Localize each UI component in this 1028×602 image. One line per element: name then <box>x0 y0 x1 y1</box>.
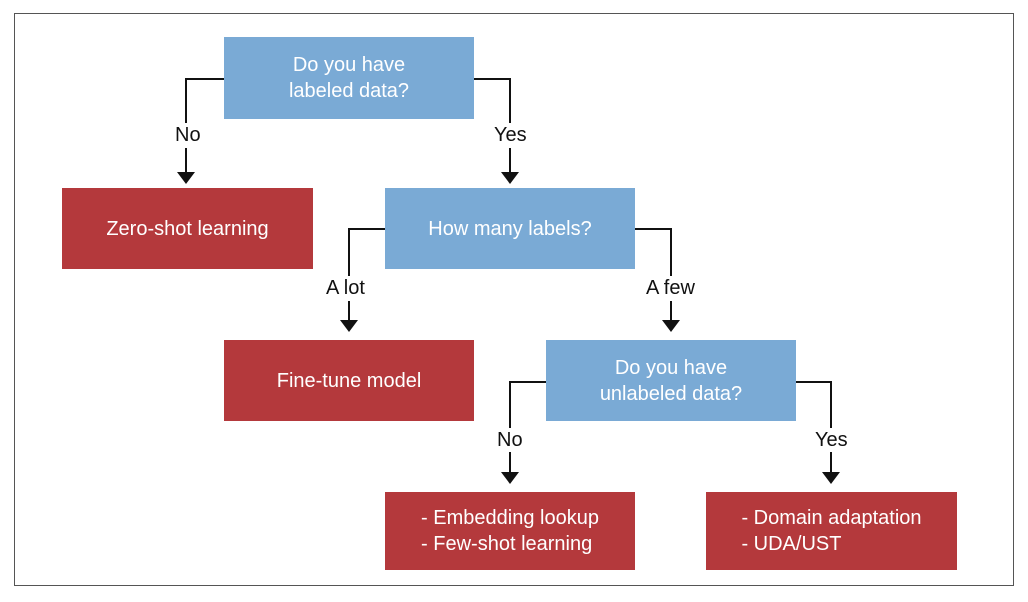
arrowhead-unlabeled-yes <box>822 472 840 484</box>
edge-label-labels-a-few: A few <box>646 277 695 299</box>
outcome-embedding-lookup-label: - Embedding lookup <box>421 507 599 529</box>
outcome-fine-tune-model-label: Fine-tune model <box>276 369 422 392</box>
arrowhead-labeled-no <box>177 172 195 184</box>
outcome-few-shot-learning-label: - Few-shot learning <box>421 533 593 555</box>
connector-labeled-no <box>185 78 224 123</box>
question-how-many-labels-label: How many labels? <box>428 217 592 240</box>
outcome-fine-tune-model: Fine-tune model <box>224 340 474 421</box>
diagram-frame <box>14 13 1014 586</box>
edge-label-labeled-no: No <box>175 124 201 146</box>
edge-label-unlabeled-yes: Yes <box>815 429 848 451</box>
edge-label-labels-a-lot: A lot <box>326 277 365 299</box>
arrowhead-unlabeled-no <box>501 472 519 484</box>
connector-labeled-yes <box>474 78 511 123</box>
outcome-embedding-few-shot: - Embedding lookup - Few-shot learning <box>385 492 635 570</box>
question-unlabeled-data-line-2: unlabeled data? <box>599 382 743 405</box>
question-labeled-data-line-2: labeled data? <box>288 80 410 102</box>
arrowhead-labeled-yes <box>501 172 519 184</box>
connector-unlabeled-no <box>509 381 546 428</box>
outcome-domain-adaptation-uda: - Domain adaptation - UDA/UST <box>706 492 957 570</box>
edge-label-labeled-yes: Yes <box>494 124 527 146</box>
question-labeled-data: Do you have labeled data? <box>224 37 474 119</box>
question-how-many-labels: How many labels? <box>385 188 635 269</box>
outcome-uda-ust-label: - UDA/UST <box>741 533 842 555</box>
connector-unlabeled-yes <box>796 381 832 428</box>
connector-labels-a-few <box>635 228 672 276</box>
connector-labels-a-lot <box>348 228 385 276</box>
question-unlabeled-data: Do you have unlabeled data? <box>546 340 796 421</box>
edge-label-unlabeled-no: No <box>497 429 523 451</box>
arrowhead-labels-a-few <box>662 320 680 332</box>
outcome-zero-shot-learning-label: Zero-shot learning <box>106 217 269 240</box>
question-unlabeled-data-line-1: Do you have <box>614 356 728 379</box>
outcome-zero-shot-learning: Zero-shot learning <box>62 188 313 269</box>
question-labeled-data-line-1: Do you have <box>292 54 406 76</box>
arrowhead-labels-a-lot <box>340 320 358 332</box>
outcome-domain-adaptation-label: - Domain adaptation <box>741 507 922 529</box>
